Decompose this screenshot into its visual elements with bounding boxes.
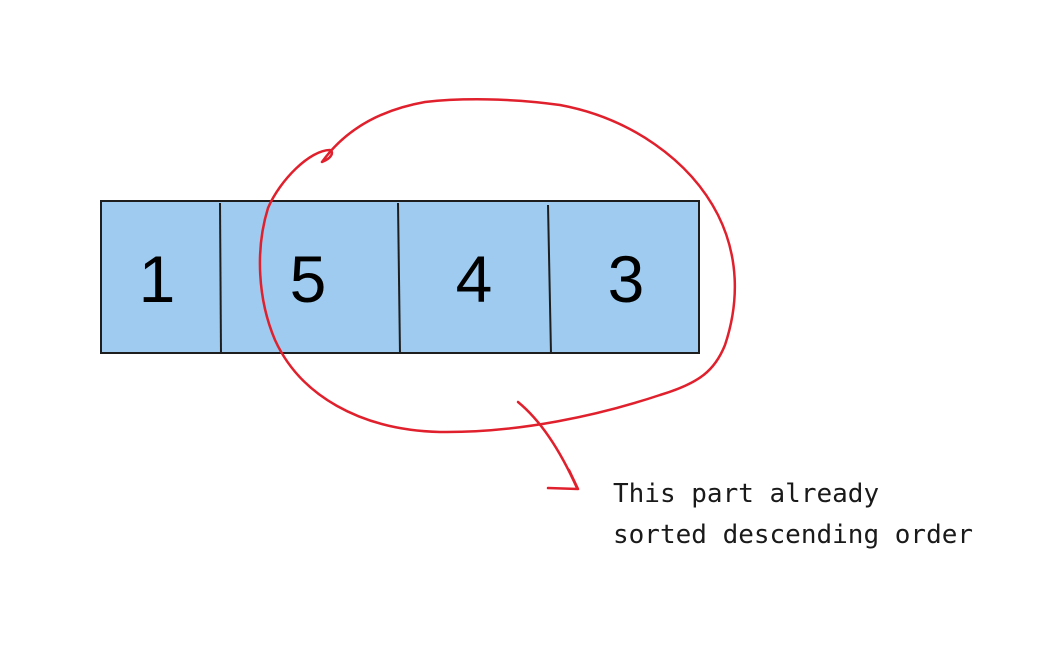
- highlight-circle: [258, 98, 737, 434]
- arrow-head: [546, 468, 580, 491]
- cell-value: 4: [456, 242, 493, 316]
- cell-divider: [397, 202, 401, 355]
- annotation-line-2: sorted descending order: [613, 520, 973, 550]
- annotation-arrow: [516, 400, 579, 490]
- cell-value: 5: [290, 242, 327, 316]
- cell-divider: [547, 204, 552, 355]
- array: 1 5 4 3: [100, 200, 700, 355]
- cell-value: 1: [139, 242, 176, 316]
- annotation-line-1: This part already: [613, 479, 879, 509]
- cell-divider: [219, 202, 222, 355]
- cell-value: 3: [608, 242, 645, 316]
